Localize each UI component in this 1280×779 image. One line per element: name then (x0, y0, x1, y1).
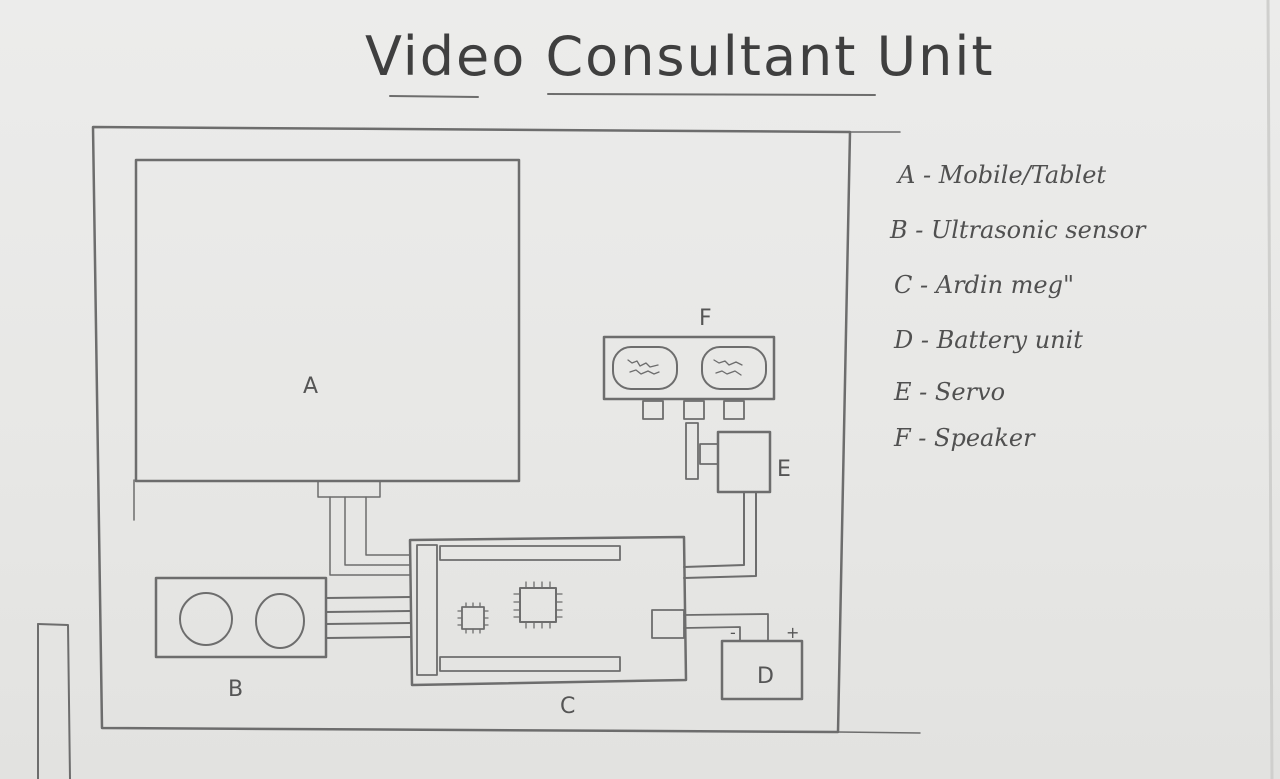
speaker-foot-3 (723, 400, 745, 420)
component-b-ultrasonic-sensor (154, 576, 328, 659)
board-chip-small (461, 606, 485, 630)
component-f-label: F (699, 306, 712, 331)
wire-b-to-c-2 (325, 610, 411, 613)
servo-shaft-housing (699, 443, 719, 465)
component-c-arduino-board (408, 535, 688, 687)
title-underline-right (547, 93, 876, 96)
board-bottom-header (439, 656, 621, 672)
component-a-tablet (134, 158, 521, 483)
component-b-label: B (228, 677, 243, 702)
enclosure-bottom-extension (837, 731, 921, 734)
legend-item-c: C - Ardin meg" (894, 271, 1074, 299)
speaker-foot-1 (642, 400, 664, 420)
component-e-label: E (777, 457, 791, 482)
speaker-driver-left (612, 346, 678, 390)
tablet-connector (317, 480, 381, 498)
paper-edge-mark (37, 623, 71, 779)
speaker-grille-texture (627, 359, 743, 376)
battery-minus-terminal: - (730, 623, 736, 642)
speaker-foot-2 (683, 400, 705, 420)
component-d-label: D (757, 664, 774, 689)
paper-right-edge (1266, 0, 1274, 779)
component-e-servo (716, 430, 772, 494)
wire-c-to-d-positive (683, 613, 769, 641)
cable-a-to-c-2 (344, 496, 411, 566)
wire-c-to-e-1 (683, 491, 745, 568)
component-f-speaker (602, 335, 776, 401)
legend-item-f: F - Speaker (893, 424, 1036, 452)
ultrasonic-transducer-left (179, 592, 233, 646)
component-d-battery (720, 639, 804, 701)
servo-horn (685, 422, 699, 480)
wire-c-to-d-negative (683, 626, 741, 641)
legend-item-a: A - Mobile/Tablet (896, 161, 1106, 189)
legend-item-b: B - Ultrasonic sensor (889, 216, 1147, 244)
speaker-driver-right (701, 346, 767, 390)
cable-a-to-c-1 (329, 496, 411, 576)
diagram-title: Video Consultant Unit (365, 25, 995, 88)
legend-item-d: D - Battery unit (893, 326, 1083, 354)
title-underline-left (389, 95, 479, 98)
board-top-header (439, 545, 621, 561)
component-c-label: C (560, 694, 575, 719)
board-chip-main (519, 587, 557, 623)
board-side-header (416, 544, 438, 676)
legend: A - Mobile/Tablet B - Ultrasonic sensor … (889, 161, 1147, 452)
wire-b-to-c-1 (325, 596, 411, 599)
board-chip-main-pins (513, 581, 563, 629)
ultrasonic-transducer-right (255, 593, 305, 649)
cable-a-to-c-3 (365, 496, 411, 556)
wire-b-to-c-4 (325, 636, 411, 639)
battery-plus-terminal: + (786, 623, 799, 642)
wire-c-to-e-2 (683, 491, 757, 579)
wire-b-to-c-3 (325, 622, 411, 625)
board-chip-small-pins (457, 602, 489, 634)
board-power-jack (651, 609, 685, 639)
legend-item-e: E - Servo (893, 378, 1005, 406)
component-a-label: A (303, 374, 318, 399)
